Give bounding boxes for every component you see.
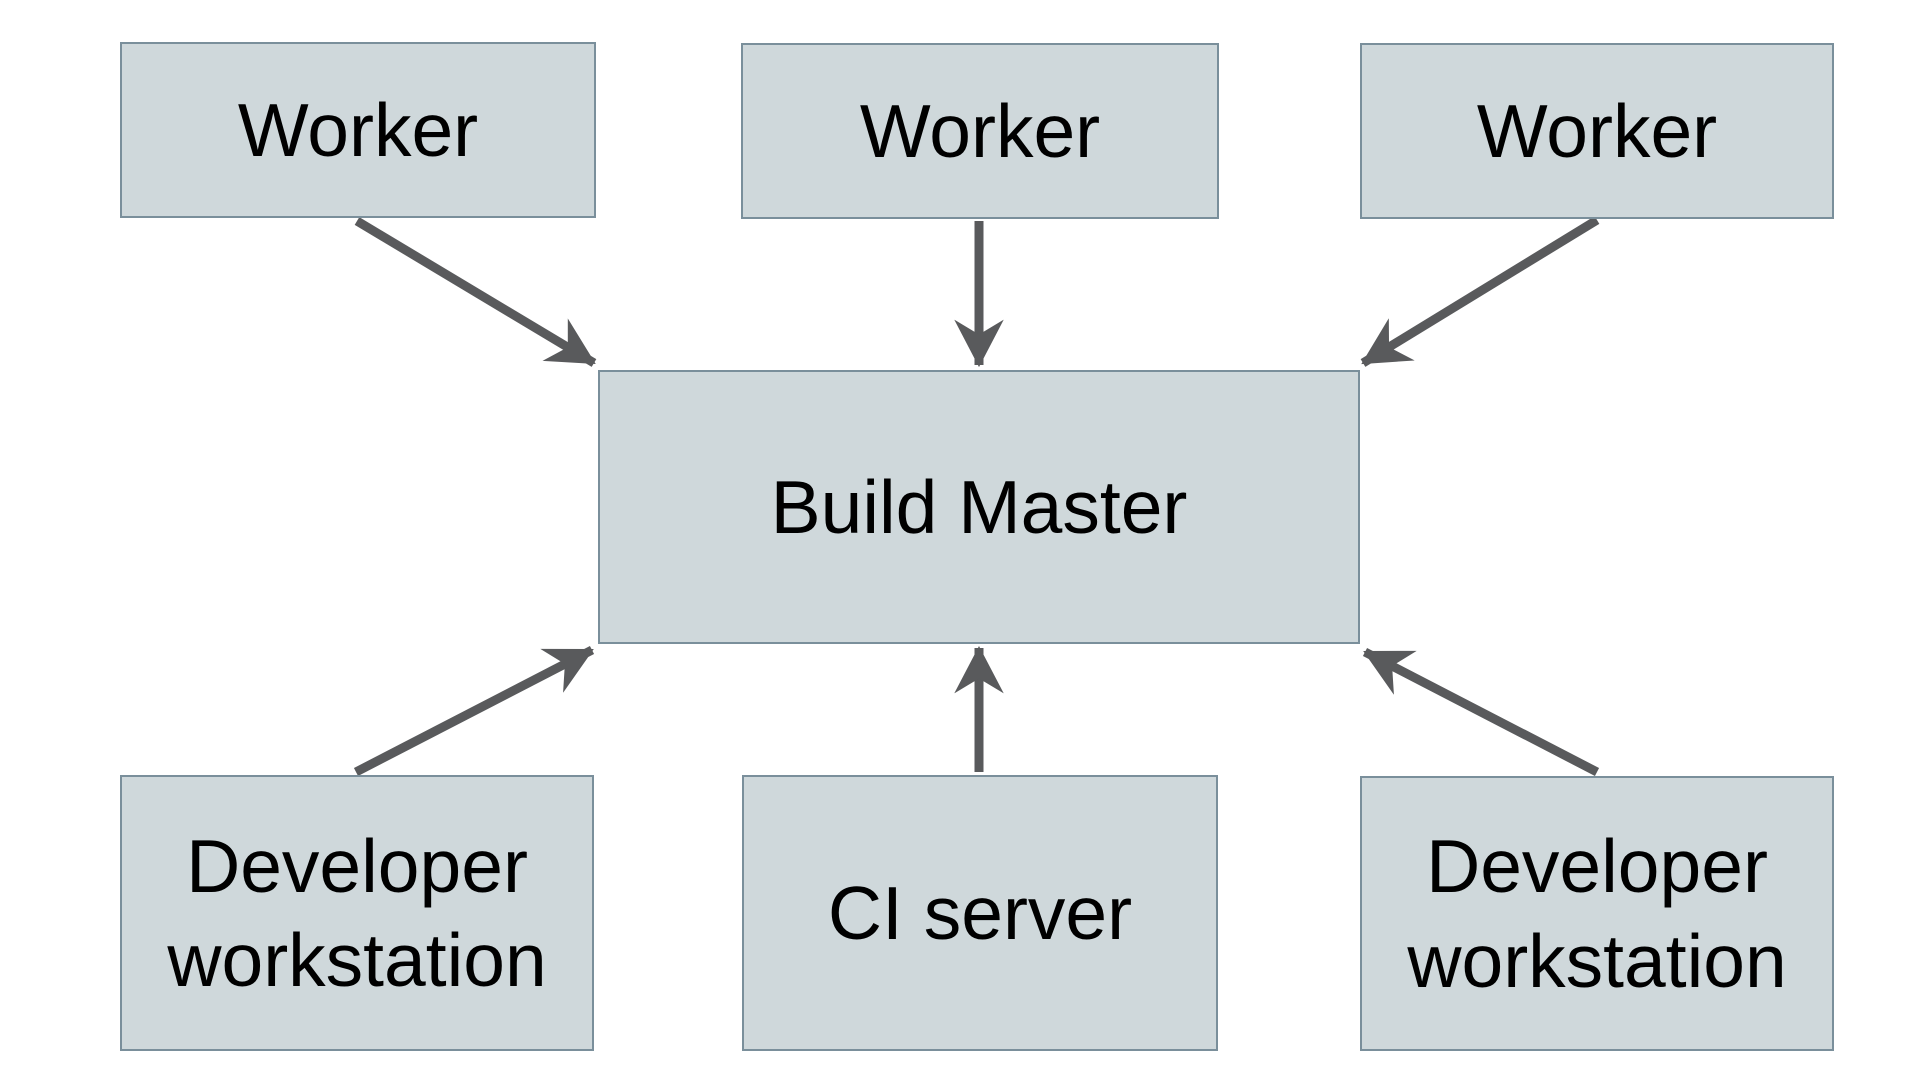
node-worker-1-label: Worker [237,87,479,172]
arrow-dev-workstation-right-to-build-master[interactable] [1362,648,1600,776]
node-worker-3-label: Worker [1476,88,1718,173]
node-ci-server-label: CI server [827,870,1133,955]
node-developer-workstation-right-label: Developer workstation [1407,824,1787,1003]
node-developer-workstation-left[interactable]: Developer workstation [120,775,594,1051]
arrow-dev-workstation-left-to-build-master[interactable] [353,646,595,776]
node-worker-3[interactable]: Worker [1360,43,1834,219]
arrow-worker-3-to-build-master[interactable] [1360,216,1600,367]
node-developer-workstation-left-label: Developer workstation [167,823,547,1003]
node-build-master-label: Build Master [770,464,1188,549]
node-worker-2-label: Worker [859,88,1101,173]
node-developer-workstation-right[interactable]: Developer workstation [1360,776,1834,1051]
node-worker-1[interactable]: Worker [120,42,596,218]
node-build-master[interactable]: Build Master [598,370,1360,644]
node-worker-2[interactable]: Worker [741,43,1219,219]
arrow-worker-1-to-build-master[interactable] [354,217,597,367]
node-ci-server[interactable]: CI server [742,775,1218,1051]
